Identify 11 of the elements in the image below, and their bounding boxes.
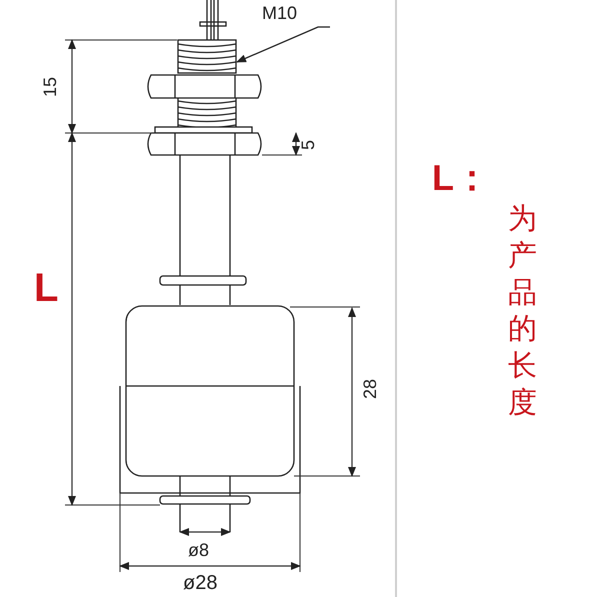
leader-line: [236, 26, 330, 63]
dimension-label: L: [34, 268, 58, 308]
dimension-label: 15: [41, 76, 60, 98]
note-text: 为产品的长度: [508, 200, 537, 421]
dimension-label: ø28: [183, 573, 218, 593]
part-label: M10: [262, 4, 298, 22]
thread-drawing: [177, 39, 237, 74]
dimension-label: 5: [299, 140, 317, 150]
dimension-label: ø8: [188, 541, 210, 559]
legend-heading: L：: [432, 160, 490, 196]
dimension-label: 28: [361, 378, 380, 400]
